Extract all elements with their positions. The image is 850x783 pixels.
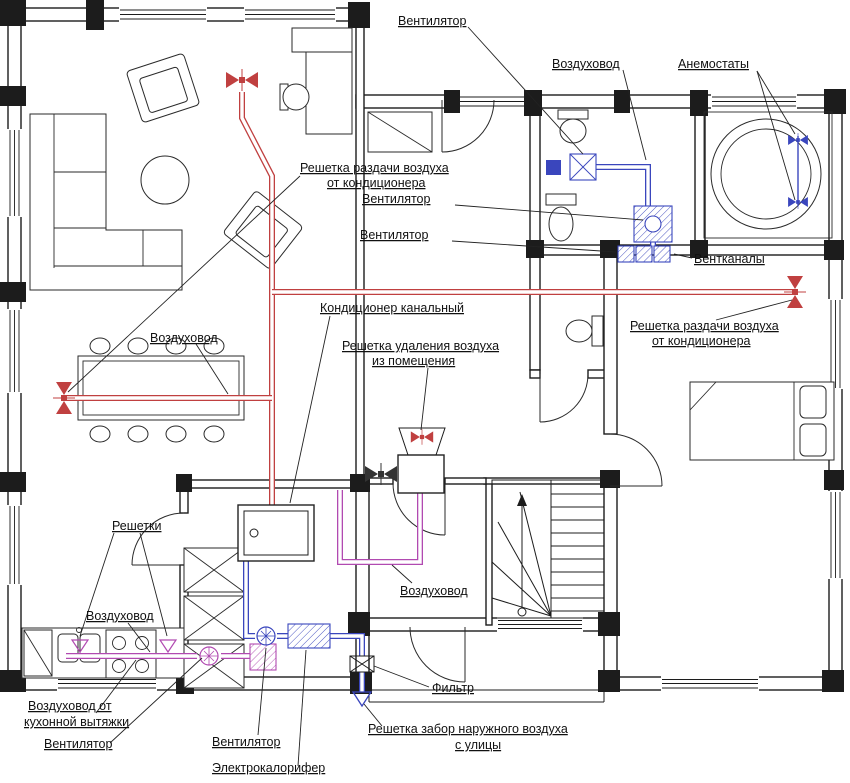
filter-box (349, 655, 375, 673)
corner-sofa (29, 113, 183, 291)
kitchen-grille-icon (70, 639, 90, 654)
exhaust-ducts (66, 490, 423, 671)
outdoor-intake-grille-icon (351, 691, 373, 708)
label-hood-duct-1: Воздуховод от (28, 699, 112, 713)
label-anemostats: Анемостаты (678, 57, 749, 71)
bed (689, 381, 835, 461)
label-duct-bath: Воздуховод (552, 57, 620, 71)
label-heater: Электрокалорифер (212, 761, 325, 775)
leader-lines (67, 26, 796, 767)
label-supply-right-2: от кондиционера (652, 334, 751, 348)
supply-diffuser-icon (225, 68, 259, 92)
hood-unit (249, 643, 277, 671)
bath-fan-unit (633, 205, 673, 243)
label-fan-top: Вентилятор (398, 14, 466, 28)
ac-unit-box (237, 504, 315, 562)
equipment (237, 153, 673, 673)
vent-channel-blocks (617, 245, 671, 263)
dining-set (77, 337, 245, 443)
bath-fan-box (546, 153, 597, 181)
kitchen-grille-icon (158, 639, 178, 654)
labels: Вентилятор Воздуховод Анемостаты Решетка… (24, 14, 779, 775)
label-hood-duct-2: кухонной вытяжки (24, 715, 129, 729)
kitchen-cabinets (183, 547, 245, 689)
label-fan-bath-1: Вентилятор (362, 192, 430, 206)
coffee-table (140, 155, 190, 205)
supply-diffuser-icon (52, 381, 76, 415)
jacuzzi (703, 111, 833, 239)
label-filter: Фильтр (432, 681, 474, 695)
bath-sink (557, 109, 589, 144)
label-ac-unit: Кондиционер канальный (320, 301, 464, 315)
kitchen-fan-icon (199, 646, 219, 666)
wc-toilet (565, 315, 604, 347)
label-supply-left-1: Решетка раздачи воздуха (300, 161, 449, 175)
supply-ducts (52, 68, 807, 505)
windows (7, 7, 843, 691)
hall-closet (367, 111, 433, 153)
doors (131, 99, 663, 683)
supply-fan-icon (256, 626, 276, 646)
label-fan-supply: Вентилятор (212, 735, 280, 749)
electric-heater-box (287, 623, 331, 649)
armchair (223, 191, 303, 269)
exhaust-riser (364, 427, 446, 494)
label-exhaust-2: из помещения (372, 354, 455, 368)
fresh-air-ducts (243, 132, 809, 708)
porch (368, 689, 605, 703)
bath-toilet (545, 193, 577, 242)
armchair (126, 53, 200, 123)
label-intake-1: Решетка забор наружного воздуха (368, 722, 568, 736)
label-duct-center: Воздуховод (400, 584, 468, 598)
label-fan-bath-2: Вентилятор (360, 228, 428, 242)
label-supply-right-1: Решетка раздачи воздуха (630, 319, 779, 333)
label-exhaust-1: Решетка удаления воздуха (342, 339, 499, 353)
label-vent-channels: Вентканалы (694, 252, 765, 266)
exhaust-grille-icon (410, 428, 434, 446)
supply-diffuser-icon (783, 275, 807, 309)
label-intake-2: с улицы (455, 738, 501, 752)
label-fan-kitchen: Вентилятор (44, 737, 112, 751)
label-duct-dining: Воздуховод (150, 331, 218, 345)
label-supply-left-2: от кондиционера (327, 176, 426, 190)
label-grilles: Решетки (112, 519, 161, 533)
kitchen-counter (21, 627, 185, 679)
log-joints (0, 0, 846, 694)
furniture (21, 27, 835, 689)
label-duct-kitchen: Воздуховод (86, 609, 154, 623)
bath-wall-grille-icon (546, 160, 561, 175)
stairs (491, 479, 605, 619)
desk (279, 27, 353, 135)
